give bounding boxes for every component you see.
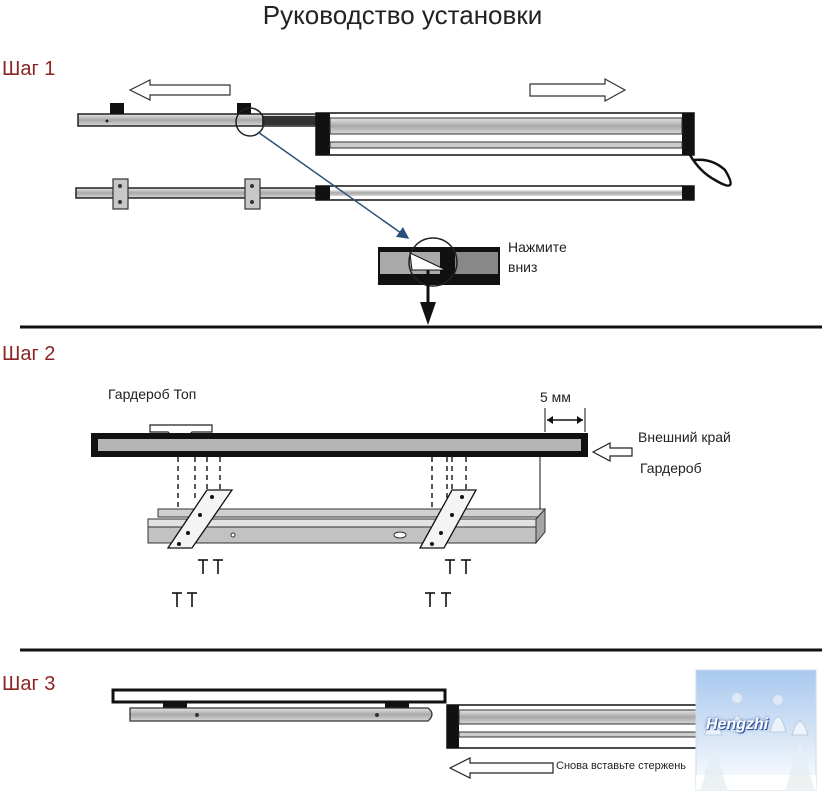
step1-label: Шаг 1 xyxy=(2,58,56,80)
outer-edge-label: Внешний край xyxy=(638,429,731,445)
latch-detail-zoom xyxy=(378,237,500,325)
mounting-plate-icon xyxy=(418,489,478,549)
screw-icon xyxy=(172,559,471,607)
step2-label: Шаг 2 xyxy=(2,343,56,365)
left-arrow-icon xyxy=(591,442,633,462)
wardrobe-top-label: Гардероб Топ xyxy=(108,386,197,402)
wardrobe-label: Гардероб xyxy=(640,460,702,476)
left-arrow-icon xyxy=(448,757,554,779)
down-arrow-icon xyxy=(420,302,436,325)
right-arrow-icon xyxy=(529,77,627,103)
gap-5mm-label: 5 мм xyxy=(540,389,571,405)
step3-label: Шаг 3 xyxy=(2,673,56,695)
page-title: Руководство установки xyxy=(262,0,543,30)
mounting-plate-icon xyxy=(166,489,234,549)
left-arrow-icon xyxy=(128,79,231,101)
step3-diagram xyxy=(111,688,708,779)
reinsert-rod-label: Снова вставьте стержень xyxy=(556,760,687,772)
top-board xyxy=(111,688,447,704)
logo-text: Hengzhi xyxy=(706,716,769,733)
step2-diagram xyxy=(91,408,633,607)
zoom-pointer-line xyxy=(257,131,410,239)
press-down-callout: Нажмите вниз xyxy=(508,239,567,275)
pull-cord xyxy=(688,154,732,187)
bracket-icon xyxy=(244,178,261,210)
latch-highlight-circle xyxy=(235,107,265,137)
step1-diagram xyxy=(75,77,732,325)
bracket-icon xyxy=(112,178,129,210)
brand-logo xyxy=(695,669,817,791)
